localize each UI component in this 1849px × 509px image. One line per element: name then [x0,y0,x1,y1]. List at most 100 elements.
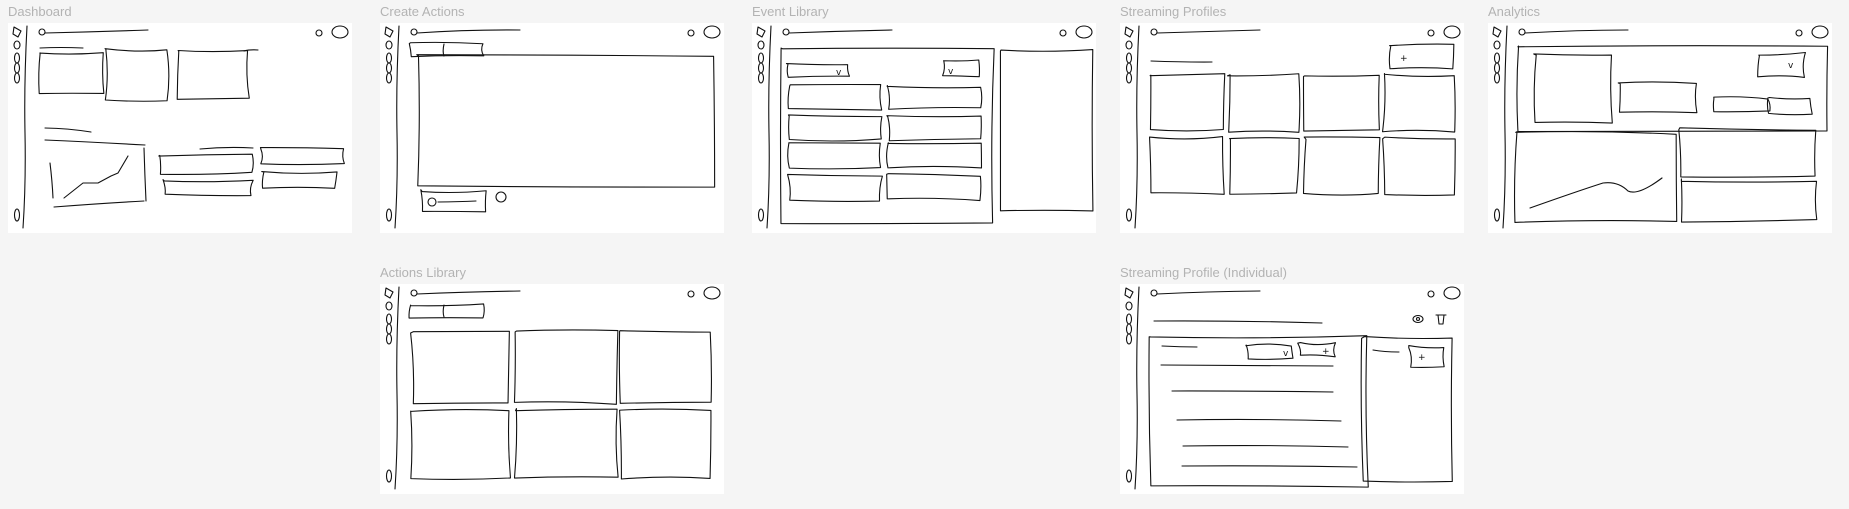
logo-icon [756,26,766,38]
add-event-button [1297,341,1337,358]
action-card [619,408,712,480]
sidebar-divider [394,25,400,229]
frame-actions-library[interactable] [380,284,724,494]
chart-border [143,147,147,202]
search-icon [38,28,46,36]
search-input [44,29,149,34]
filter-dropdown [1766,96,1813,116]
chevron-down-icon: v [1788,61,1794,71]
stat-card [38,52,105,95]
search-input [1156,29,1261,34]
chevron-down-icon: v [948,67,954,77]
widget-title [199,146,254,150]
logo-icon [12,26,22,38]
sidebar-nav-icon [1125,301,1133,311]
search-input [788,29,893,34]
notification-icon [1059,29,1067,37]
trend-line [1529,177,1663,209]
event-row [1182,444,1349,448]
notification-icon [687,290,695,298]
label-streaming-profiles[interactable]: Streaming Profiles [1120,4,1227,19]
chevron-down-icon: v [836,68,842,78]
profile-card [1381,72,1456,133]
sidebar-nav-icon [757,62,765,74]
sort-dropdown [942,59,981,78]
event-row [1160,364,1334,367]
avatar [1075,25,1093,39]
event-card [886,85,983,110]
sidebar-nav-icon [13,62,21,74]
sidebar-nav-icon [1493,40,1501,50]
button-label [437,200,477,203]
widget [259,146,345,166]
sidebar-nav-icon [385,333,393,345]
event-details-panel [999,49,1094,212]
frame-analytics[interactable]: v [1488,23,1832,233]
sketch-streaming-profile-individual: v++ [1124,286,1461,490]
label-analytics[interactable]: Analytics [1488,4,1541,19]
sidebar-nav-icon [1125,333,1133,345]
sidebar-divider [1134,286,1140,490]
profile-card [1229,137,1300,195]
label-create-actions[interactable]: Create Actions [380,4,465,19]
section-title [44,127,92,133]
search-icon [1150,289,1158,297]
sketch-streaming-profiles: + [1124,25,1461,229]
logo-icon [384,26,394,38]
sidebar-nav-icon [1125,72,1133,84]
frame-dashboard[interactable] [8,23,352,233]
sidebar-nav-icon [1125,208,1133,222]
action-editor [416,54,716,188]
sidebar-nav-icon [385,323,393,335]
frame-streaming-profile-individual[interactable]: v++ [1120,284,1464,494]
sidebar-nav-icon [13,52,21,64]
event-card [787,142,882,170]
event-card [886,115,982,142]
sidebar-nav-icon [757,40,765,50]
label-dashboard[interactable]: Dashboard [8,4,72,19]
profile-card [1302,74,1380,132]
avatar [1811,25,1829,39]
sidebar-nav-icon [385,72,393,84]
avatar [1443,25,1461,39]
action-card [513,407,619,479]
filter-dropdown [1712,96,1771,113]
sidebar-nav-icon [13,40,21,50]
profile-card [1227,73,1301,133]
search-input [1524,29,1629,34]
label-actions-library[interactable]: Actions Library [380,265,466,280]
settings-icon [495,191,507,203]
avatar [331,25,349,39]
sidebar-nav-icon [13,208,21,222]
action-card [410,408,512,480]
notification-icon [1427,290,1435,298]
actions-panel [1360,336,1453,483]
profile-title [1153,320,1323,324]
profile-card [1302,136,1381,196]
notification-icon [315,29,323,37]
filter-dropdown [785,63,851,78]
sidebar-divider [1502,25,1508,229]
search-input [416,29,521,34]
add-action-button [420,189,487,213]
sidebar-nav-icon [1493,72,1501,84]
frame-create-actions[interactable] [380,23,724,233]
logo-icon [1492,26,1502,38]
chart-title [44,139,146,146]
profile-card [1149,136,1225,195]
stat-card [104,48,170,102]
eye-icon [1412,314,1424,324]
frame-streaming-profiles[interactable]: + [1120,23,1464,233]
sketch-dashboard [12,25,349,229]
label-event-library[interactable]: Event Library [752,4,829,19]
action-card [618,330,712,404]
event-panel [779,47,995,225]
add-icon [427,197,437,207]
action-card [410,330,510,405]
event-row [1181,465,1358,468]
notification-icon [1427,29,1435,37]
sidebar-nav-icon [385,469,393,483]
label-streaming-profile-individual[interactable]: Streaming Profile (Individual) [1120,265,1287,280]
